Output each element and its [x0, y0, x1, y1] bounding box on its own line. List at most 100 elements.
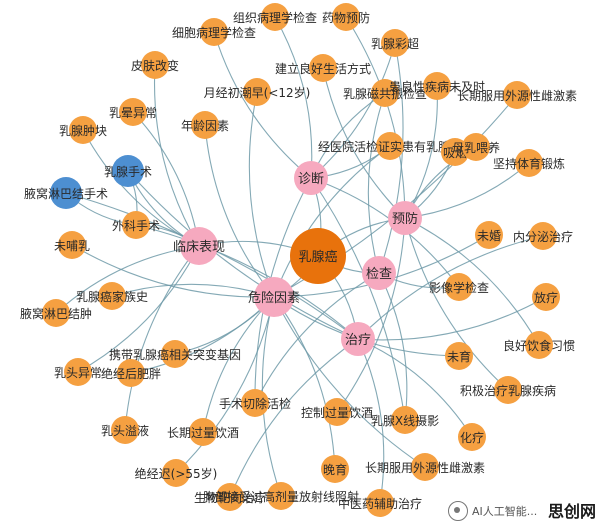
node-l38[interactable]: 长期过量饮酒 [167, 418, 239, 446]
node-circle[interactable] [321, 455, 349, 483]
node-circle[interactable] [525, 331, 553, 359]
node-l14[interactable]: 经医院活检证实患有乳腺非 [318, 132, 462, 160]
node-circle[interactable] [243, 78, 271, 106]
node-circle[interactable] [323, 398, 351, 426]
node-circle[interactable] [141, 51, 169, 79]
node-l24[interactable]: 影像学检查 [429, 273, 489, 301]
node-l37[interactable]: 乳头溢液 [101, 416, 149, 444]
node-circle[interactable] [366, 489, 394, 517]
node-l42[interactable]: 绝经迟(>55岁) [135, 459, 218, 487]
node-circle[interactable] [122, 211, 150, 239]
node-l27[interactable]: 腋窝淋巴结肿 [20, 299, 92, 327]
node-l1[interactable]: 组织病理学检查 [233, 3, 317, 31]
node-l28[interactable]: 良好饮食习惯 [503, 331, 575, 359]
node-circle[interactable] [58, 231, 86, 259]
node-circle[interactable] [445, 273, 473, 301]
node-l29[interactable]: 携带乳腺癌相关突变基因 [109, 340, 241, 368]
node-circle[interactable] [50, 177, 82, 209]
node-circle[interactable] [445, 342, 473, 370]
node-circle[interactable] [117, 359, 145, 387]
node-circle[interactable] [381, 29, 409, 57]
node-circle[interactable] [111, 416, 139, 444]
node-l31[interactable]: 乳头异常 [54, 358, 102, 386]
node-l10[interactable]: 长期服用外源性雌激素 [457, 81, 577, 109]
node-l23[interactable]: 未哺乳 [54, 231, 90, 259]
node-l22[interactable]: 内分泌治疗 [513, 222, 573, 250]
node-circle[interactable] [180, 227, 218, 265]
node-l2[interactable]: 药物预防 [322, 3, 370, 31]
node-circle[interactable] [290, 228, 346, 284]
node-circle[interactable] [515, 149, 543, 177]
node-l44[interactable]: 胸部接受过高剂量放射线照射 [203, 482, 359, 510]
node-circle[interactable] [388, 201, 422, 235]
node-l43[interactable]: 生物靶向治疗 [194, 483, 266, 511]
node-l8[interactable]: 乳腺磁共振检查 [343, 79, 427, 107]
node-circle[interactable] [441, 138, 469, 166]
node-circle[interactable] [254, 277, 294, 317]
node-circle[interactable] [503, 81, 531, 109]
node-h2[interactable]: 预防 [388, 201, 422, 235]
node-circle[interactable] [119, 98, 147, 126]
node-l39[interactable]: 化疗 [458, 423, 486, 451]
node-l18[interactable]: 乳腺手术 [104, 155, 152, 187]
node-l34[interactable]: 手术切除活检 [219, 389, 291, 417]
node-l5[interactable]: 皮肤改变 [131, 51, 179, 79]
node-l25[interactable]: 乳腺癌家族史 [76, 282, 148, 310]
node-circle[interactable] [475, 221, 503, 249]
node-l19[interactable]: 腋窝淋巴结手术 [24, 177, 108, 209]
node-circle[interactable] [458, 423, 486, 451]
node-l15[interactable]: 吸烟 [441, 138, 469, 166]
node-c[interactable]: 乳腺癌 [290, 228, 346, 284]
node-h3[interactable]: 临床表现 [173, 227, 225, 265]
node-l41[interactable]: 长期服用外源性雌激素 [365, 453, 485, 481]
node-l33[interactable]: 积极治疗乳腺疾病 [460, 376, 556, 404]
node-circle[interactable] [332, 3, 360, 31]
node-circle[interactable] [371, 79, 399, 107]
node-circle[interactable] [362, 256, 396, 290]
node-l45[interactable]: 中医药辅助治疗 [338, 489, 422, 517]
node-l16[interactable]: 母乳喂养 [452, 133, 500, 161]
node-l12[interactable]: 乳腺肿块 [59, 116, 107, 144]
node-circle[interactable] [69, 116, 97, 144]
node-h5[interactable]: 检查 [362, 256, 396, 290]
node-circle[interactable] [462, 133, 490, 161]
node-circle[interactable] [267, 482, 295, 510]
node-l30[interactable]: 未育 [445, 342, 473, 370]
node-circle[interactable] [341, 322, 375, 356]
node-h6[interactable]: 治疗 [341, 322, 375, 356]
node-circle[interactable] [376, 132, 404, 160]
node-l9[interactable]: 患良性疾病未及时 [389, 72, 485, 100]
node-l4[interactable]: 乳腺彩超 [371, 29, 419, 57]
node-circle[interactable] [294, 161, 328, 195]
node-circle[interactable] [241, 389, 269, 417]
node-l21[interactable]: 未婚 [475, 221, 503, 249]
node-circle[interactable] [261, 3, 289, 31]
node-h1[interactable]: 诊断 [294, 161, 328, 195]
node-circle[interactable] [112, 155, 144, 187]
node-circle[interactable] [98, 282, 126, 310]
node-l35[interactable]: 控制过量饮酒 [301, 398, 373, 426]
node-circle[interactable] [216, 483, 244, 511]
node-l11[interactable]: 乳晕异常 [109, 98, 157, 126]
node-circle[interactable] [200, 18, 228, 46]
node-circle[interactable] [309, 54, 337, 82]
node-circle[interactable] [532, 283, 560, 311]
node-circle[interactable] [189, 418, 217, 446]
node-l20[interactable]: 外科手术 [112, 211, 160, 239]
node-l17[interactable]: 坚持体育锻炼 [493, 149, 565, 177]
node-circle[interactable] [64, 358, 92, 386]
node-l6[interactable]: 建立良好生活方式 [275, 54, 371, 82]
node-circle[interactable] [423, 72, 451, 100]
node-circle[interactable] [191, 111, 219, 139]
node-l7[interactable]: 月经初潮早(<12岁) [204, 78, 311, 106]
node-l13[interactable]: 年龄因素 [181, 111, 229, 139]
node-l40[interactable]: 晚育 [321, 455, 349, 483]
node-circle[interactable] [411, 453, 439, 481]
node-l36[interactable]: 乳腺X线摄影 [371, 406, 439, 434]
node-circle[interactable] [162, 459, 190, 487]
node-h4[interactable]: 危险因素 [248, 277, 300, 317]
node-circle[interactable] [529, 222, 557, 250]
node-circle[interactable] [494, 376, 522, 404]
node-l32[interactable]: 绝经后肥胖 [101, 359, 161, 387]
node-circle[interactable] [391, 406, 419, 434]
